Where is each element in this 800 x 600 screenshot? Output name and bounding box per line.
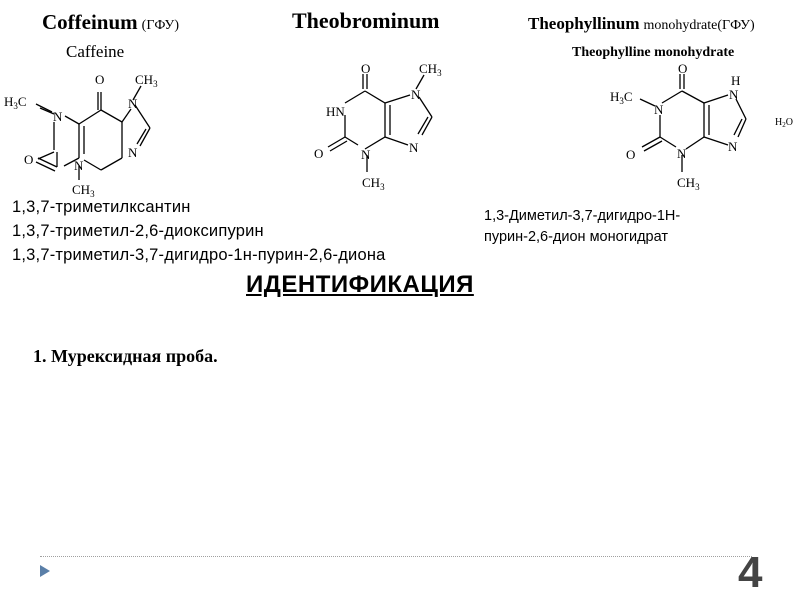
theophylline-n3-label: N — [677, 146, 687, 161]
theobromine-latin-name: Theobrominum — [292, 8, 440, 33]
theobromine-n3-label: N — [361, 147, 371, 162]
caffeine-english-name: Caffeine — [66, 42, 125, 61]
theophylline-o6-label: O — [678, 61, 687, 76]
caffeine-n1-methyl-label: H3C — [4, 94, 27, 111]
theobromine-n7-label: N — [411, 87, 421, 102]
theophylline-latin-name: Theophyllinum — [528, 14, 640, 33]
identification-heading: ИДЕНТИФИКАЦИЯ — [246, 271, 474, 298]
theophylline-english-name: Theophylline monohydrate — [572, 45, 735, 60]
caffeine-names-list: 1,3,7-триметилксантин 1,3,7-триметил-2,6… — [12, 195, 386, 267]
murexide-test-item: 1. Мурексидная проба. — [33, 346, 218, 366]
theophylline-n1-label: N — [654, 102, 664, 117]
theophylline-o2-label: O — [626, 147, 635, 162]
footer-divider — [40, 556, 752, 557]
caffeine-name-3: 1,3,7-триметил-3,7-дигидро-1н-пурин-2,6-… — [12, 246, 386, 264]
theophylline-name-1: 1,3-Диметил-3,7-дигидро-1Н- — [484, 208, 681, 224]
theophylline-n1-methyl-label: H3C — [610, 89, 633, 106]
theophylline-n9-label: N — [728, 139, 738, 154]
caffeine-structure: O N H3C O N CH3 N CH3 N — [4, 72, 158, 199]
theobromine-n9-label: N — [409, 140, 419, 155]
theobromine-o2-label: O — [314, 146, 323, 161]
theobromine-title: Theobrominum — [292, 8, 440, 34]
theophylline-n7-label: N — [729, 87, 739, 102]
page-number: 4 — [738, 548, 763, 597]
theobromine-structure: O HN O N CH3 N CH3 N — [314, 61, 442, 192]
theophylline-n3-methyl-label: CH3 — [677, 175, 700, 192]
next-slide-arrow-icon[interactable] — [38, 563, 52, 579]
theobromine-n7-methyl-label: CH3 — [419, 61, 442, 78]
caffeine-n3-label: N — [74, 158, 84, 173]
theobromine-hn1-label: HN — [326, 104, 345, 119]
caffeine-n9-label: N — [128, 145, 138, 160]
theophylline-water-label: H2O — [775, 117, 793, 129]
theophylline-title: Theophyllinum monohydrate(ГФУ) — [528, 14, 755, 34]
caffeine-latin-name: Coffeinum — [42, 10, 138, 34]
theophylline-suffix: monohydrate(ГФУ) — [643, 18, 755, 33]
caffeine-n3-methyl-label: CH3 — [72, 182, 95, 199]
caffeine-title: Coffeinum (ГФУ) — [42, 10, 179, 35]
caffeine-o2-label: O — [24, 152, 33, 167]
caffeine-name-1: 1,3,7-триметилксантин — [12, 198, 191, 216]
caffeine-pharmacopoeia-suffix: (ГФУ) — [141, 18, 179, 33]
theophylline-n7-h-label: H — [731, 73, 740, 88]
theobromine-o6-label: O — [361, 61, 370, 76]
theophylline-name-2: пурин-2,6-дион моногидрат — [484, 229, 668, 245]
caffeine-n7-methyl-label: CH3 — [135, 72, 158, 89]
caffeine-n1-label: N — [53, 109, 63, 124]
caffeine-name-2: 1,3,7-триметил-2,6-диоксипурин — [12, 222, 264, 240]
theobromine-n3-methyl-label: CH3 — [362, 175, 385, 192]
theophylline-structure: O N H3C O N CH3 N H N H2O — [610, 61, 793, 192]
caffeine-o6-label: O — [95, 72, 104, 87]
theophylline-names-list: 1,3-Диметил-3,7-дигидро-1Н- пурин-2,6-ди… — [484, 206, 680, 248]
caffeine-n7-label: N — [128, 96, 138, 111]
